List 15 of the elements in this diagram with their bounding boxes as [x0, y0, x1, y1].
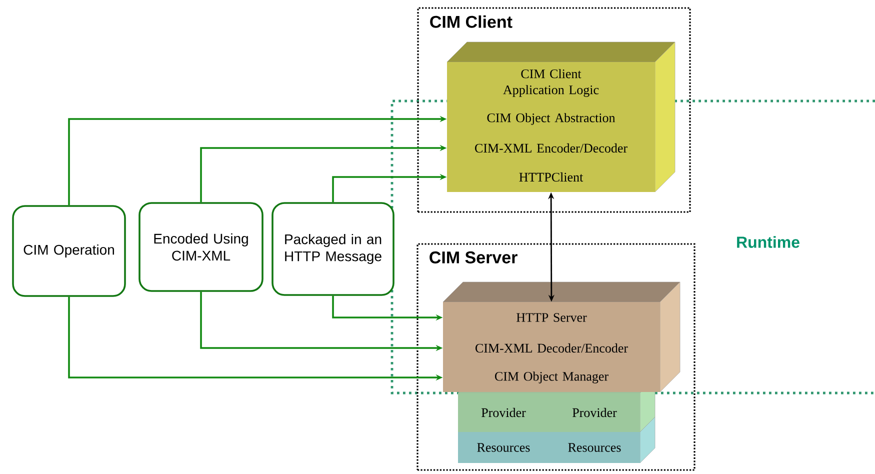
- layer-label: CIM Object Manager: [443, 363, 660, 392]
- component-label: Provider: [549, 393, 640, 432]
- component-label: Resources: [549, 432, 640, 463]
- layer-label: CIM-XML Decoder/Encoder: [443, 333, 660, 363]
- component-label: Provider: [458, 393, 549, 432]
- layer-label: HTTPClient: [447, 162, 655, 192]
- layer-label: HTTP Server: [443, 302, 660, 333]
- runtime-label: Runtime: [737, 236, 800, 248]
- step-box: Encoded Using CIM-XML: [138, 202, 264, 292]
- layer-label: CIM Client Application Logic: [447, 62, 655, 104]
- step-box: Packaged in an HTTP Message: [272, 202, 394, 296]
- layer-label: CIM Object Abstraction: [447, 104, 655, 134]
- step-box: CIM Operation: [12, 205, 126, 297]
- component-label: Resources: [458, 432, 549, 463]
- layer-label: CIM-XML Encoder/Decoder: [447, 134, 655, 162]
